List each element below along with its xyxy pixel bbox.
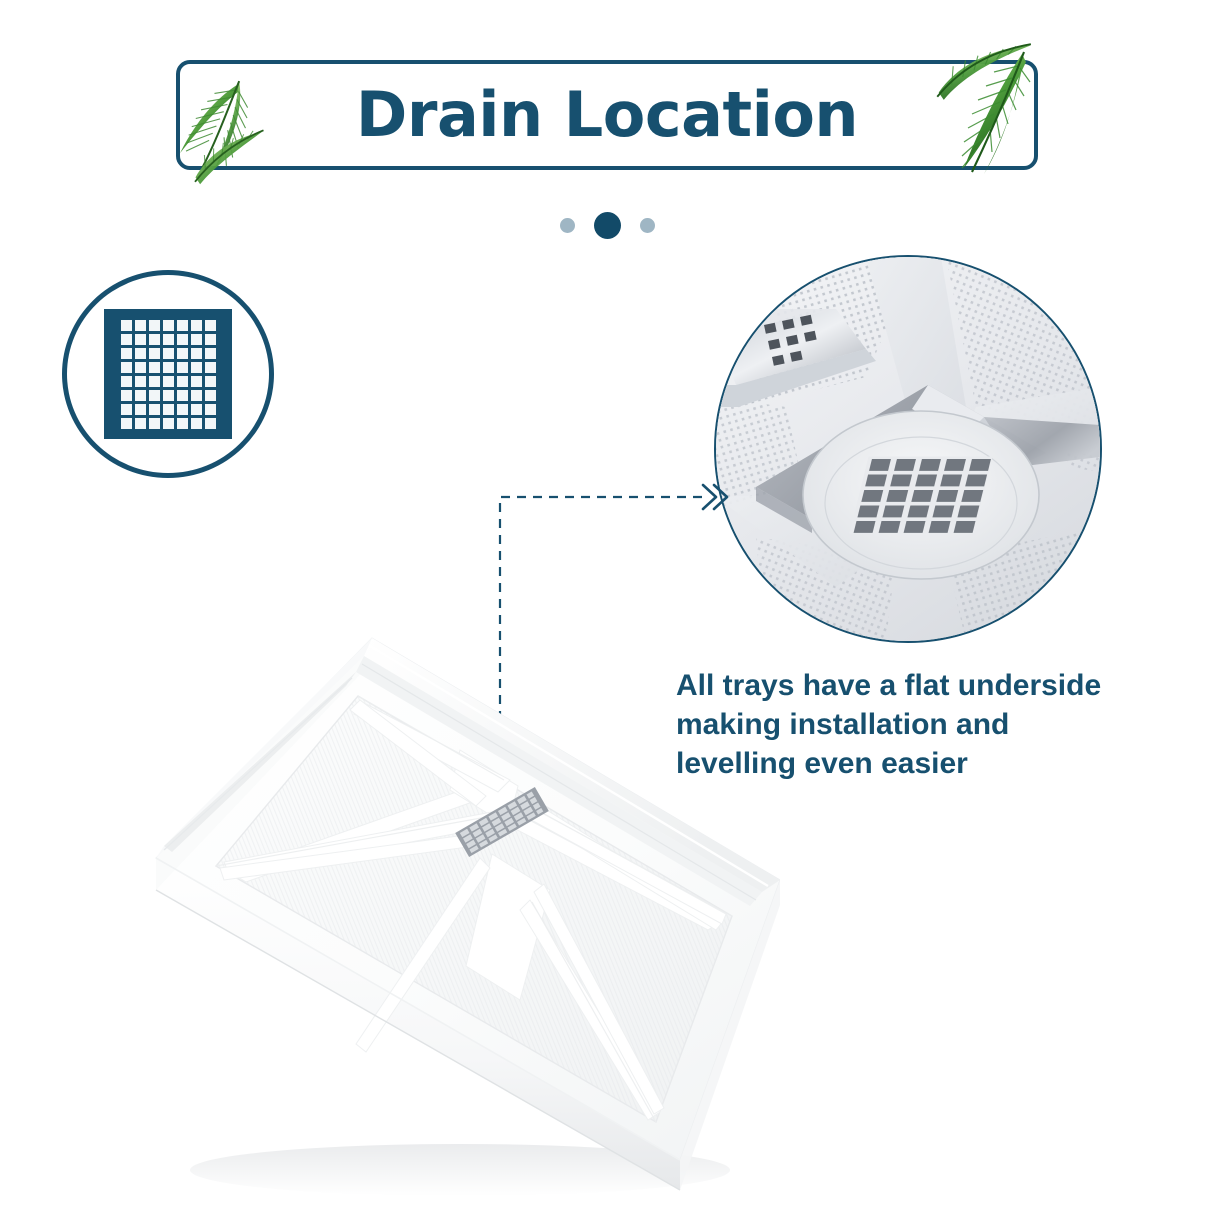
grate-cell: [162, 389, 174, 401]
shower-tray-render: [120, 600, 780, 1200]
grate-cell: [204, 375, 216, 387]
grate-cell: [148, 375, 160, 387]
caption-line: making installation and: [676, 708, 1010, 741]
drain-grate-badge: [62, 270, 274, 478]
grate-cell: [148, 347, 160, 359]
grate-cell: [162, 375, 174, 387]
grate-cell: [148, 319, 160, 331]
grate-cell: [120, 319, 132, 331]
grate-cell: [134, 319, 146, 331]
grate-cell: [120, 417, 132, 429]
caption-text: All trays have a flat underside making i…: [676, 666, 1176, 783]
caption-line: All trays have a flat underside: [676, 669, 1102, 702]
pager-dot-3[interactable]: [639, 217, 655, 233]
grate-cell: [190, 319, 202, 331]
grate-cell: [204, 347, 216, 359]
grate-cell: [204, 319, 216, 331]
grate-cell: [176, 417, 188, 429]
grate-cell: [120, 403, 132, 415]
pager-dots: [0, 211, 1214, 239]
grate-cell: [190, 403, 202, 415]
drain-closeup-photo: [714, 255, 1102, 643]
drain-grate-icon: [104, 309, 232, 439]
grate-cell: [190, 361, 202, 373]
grate-cell: [148, 389, 160, 401]
grate-cell: [204, 417, 216, 429]
grate-cell: [176, 375, 188, 387]
tray-drain-grate: [455, 786, 549, 858]
grate-cell: [190, 375, 202, 387]
grate-cell: [190, 389, 202, 401]
drain-grate-grid: [120, 319, 216, 429]
grate-cell: [176, 347, 188, 359]
grate-cell: [176, 333, 188, 345]
grate-cell: [120, 347, 132, 359]
grate-cell: [148, 361, 160, 373]
grate-cell: [148, 403, 160, 415]
grate-cell: [134, 333, 146, 345]
tray-front-edge: [156, 858, 680, 1190]
grate-cell: [134, 361, 146, 373]
grate-cell: [162, 361, 174, 373]
grate-cell: [176, 361, 188, 373]
grate-cell: [120, 361, 132, 373]
grate-cell: [148, 417, 160, 429]
page-title: Drain Location: [355, 78, 859, 151]
grate-cell: [162, 347, 174, 359]
grate-cell: [190, 347, 202, 359]
pager-dot-2[interactable]: [593, 211, 621, 239]
grate-cell: [176, 403, 188, 415]
grate-cell: [148, 333, 160, 345]
grate-cell: [176, 319, 188, 331]
grate-cell: [162, 417, 174, 429]
grate-cell: [204, 333, 216, 345]
grate-cell: [204, 361, 216, 373]
grate-cell: [120, 333, 132, 345]
grate-cell: [120, 389, 132, 401]
grate-cell: [162, 403, 174, 415]
grate-cell: [176, 389, 188, 401]
grate-cell: [134, 347, 146, 359]
grate-cell: [162, 333, 174, 345]
grate-cell: [134, 417, 146, 429]
tray-support-ribs: [219, 699, 727, 1121]
grate-cell: [162, 319, 174, 331]
grate-cell: [120, 375, 132, 387]
grate-cell: [134, 389, 146, 401]
title-banner: Drain Location: [176, 43, 1038, 185]
grate-cell: [134, 403, 146, 415]
grate-cell: [190, 333, 202, 345]
pager-dot-1[interactable]: [559, 217, 575, 233]
grate-cell: [204, 389, 216, 401]
grate-cell: [190, 417, 202, 429]
grate-cell: [204, 403, 216, 415]
grate-cell: [134, 375, 146, 387]
caption-line: levelling even easier: [676, 747, 968, 780]
